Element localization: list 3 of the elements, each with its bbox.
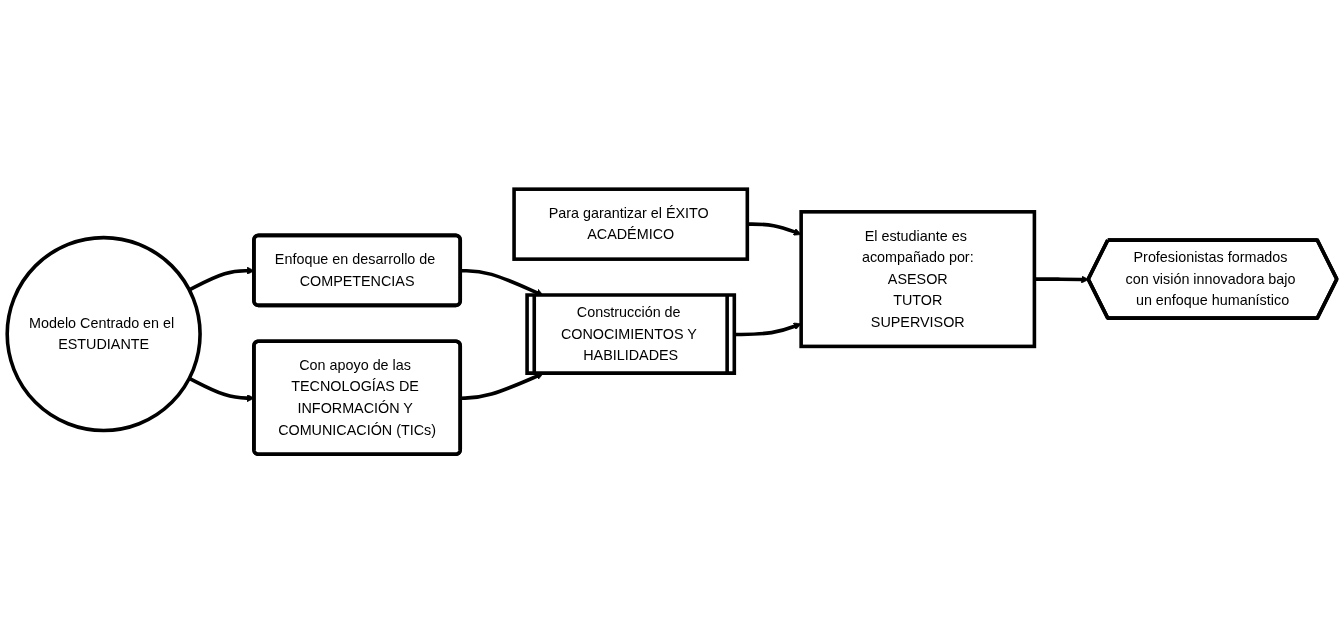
node-box: El estudiante es acompañado por: ASESOR TUTOR SUPERVISOR [799,210,1037,349]
node-circle: Modelo Centrado en el ESTUDIANTE [5,236,202,433]
node-box: Para garantizar el ÉXITO ACADÉMICO [512,187,750,262]
